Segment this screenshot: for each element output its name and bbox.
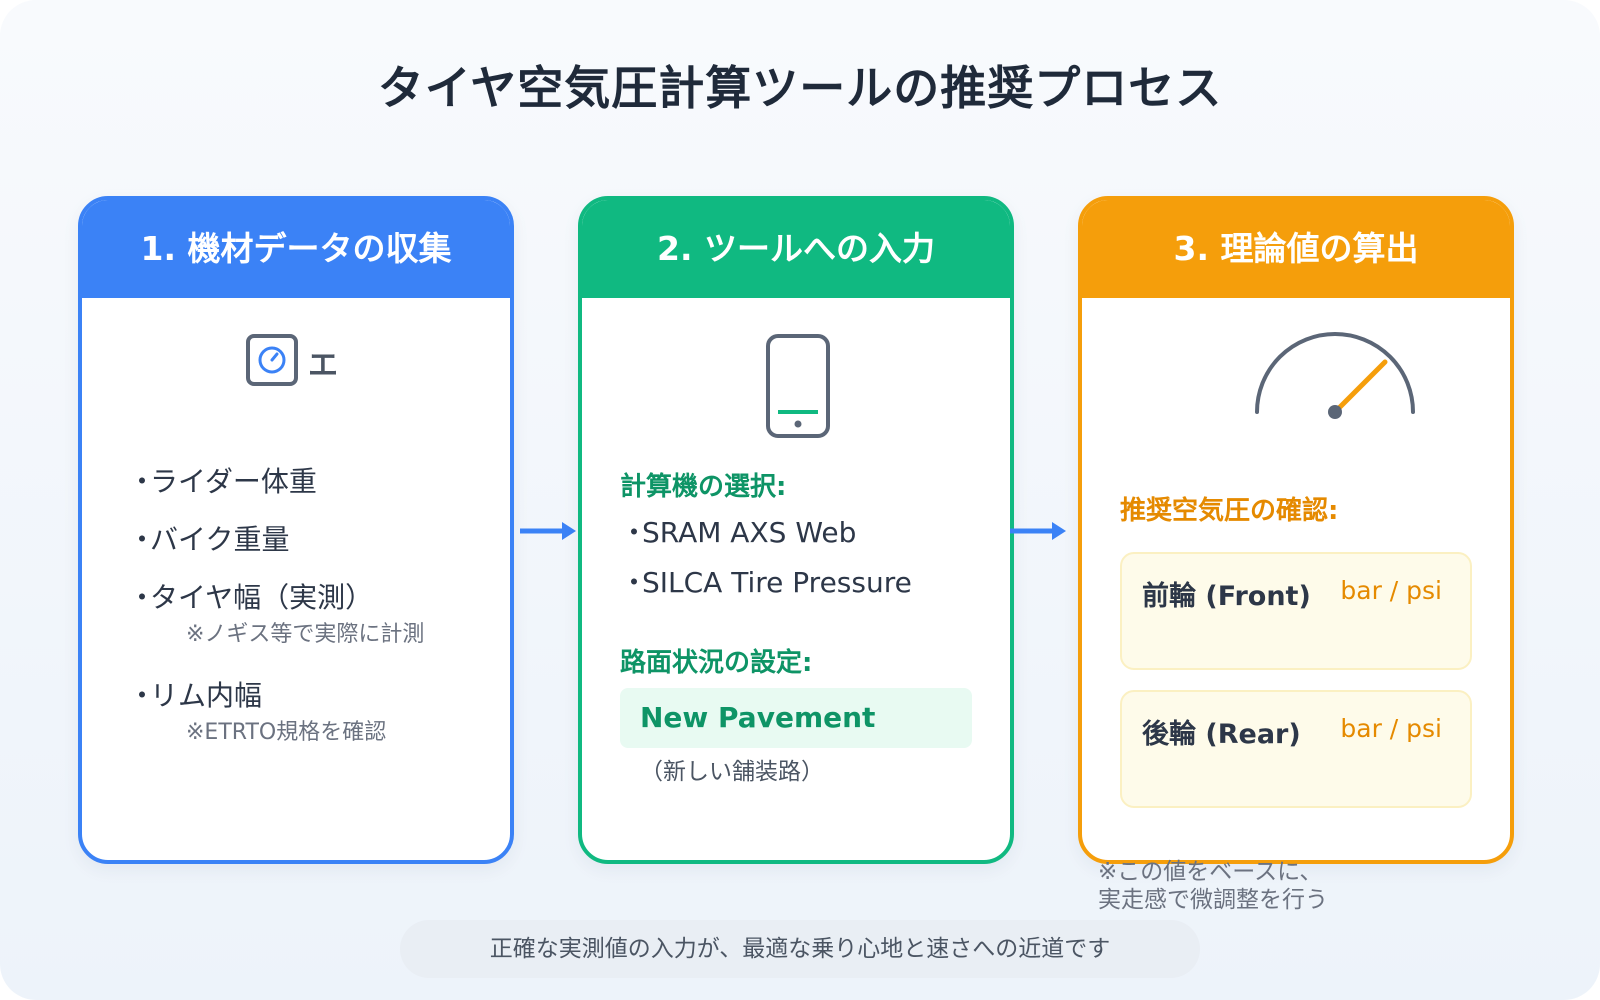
surface-title: 路面状況の設定: (620, 648, 813, 678)
item-note: ※ノギス等で実際に計測 (186, 622, 425, 647)
front-unit: bar / psi (1340, 576, 1442, 605)
step1-card: 1. 機材データの収集 エ ・ライダー体重 ・バイク重量 ・タイヤ幅（実測） ※… (78, 196, 514, 864)
footer-banner: 正確な実測値の入力が、最適な乗り心地と速さへの近道です (400, 920, 1200, 978)
list-item: ・バイク重量 (128, 520, 424, 560)
item-text: SRAM AXS Web (642, 516, 857, 549)
item-text: バイク重量 (150, 523, 290, 556)
page-title: タイヤ空気圧計算ツールの推奨プロセス (377, 61, 1223, 115)
adjust-note: ※この値をベースに、 実走感で微調整を行う (1098, 858, 1328, 914)
rear-pressure-box: 後輪 (Rear) bar / psi (1120, 690, 1472, 808)
equipment-list: ・ライダー体重 ・バイク重量 ・タイヤ幅（実測） ※ノギス等で実際に計測 ・リム… (128, 462, 424, 754)
gauge-icon (1250, 328, 1420, 432)
item-text: タイヤ幅（実測） (150, 581, 374, 614)
item-text: SILCA Tire Pressure (642, 566, 912, 599)
scale-icon-label: エ (308, 348, 338, 383)
step3-card: 3. 理論値の算出 推奨空気圧の確認: 前輪 (Front) bar / psi… (1078, 196, 1514, 864)
arrow-right-icon (520, 522, 576, 540)
step3-header: 3. 理論値の算出 (1082, 200, 1510, 298)
bullet: ・ (620, 516, 649, 549)
calculator-title: 計算機の選択: (620, 472, 787, 502)
adjust-note-line1: ※この値をベースに、 (1098, 859, 1323, 885)
rear-unit: bar / psi (1340, 714, 1442, 743)
calculator-list: ・SRAM AXS Web ・SILCA Tire Pressure (620, 508, 912, 608)
step1-header: 1. 機材データの収集 (82, 200, 510, 298)
bullet: ・ (128, 679, 157, 712)
front-label: 前輪 (Front) (1142, 581, 1311, 612)
scale-icon (246, 334, 298, 390)
bullet: ・ (620, 566, 649, 599)
item-text: ライダー体重 (150, 465, 317, 498)
rear-label: 後輪 (Rear) (1142, 719, 1301, 750)
arrow-right-icon (1010, 522, 1066, 540)
bullet: ・ (128, 581, 157, 614)
smartphone-icon (766, 334, 830, 442)
list-item: ・タイヤ幅（実測） (128, 578, 424, 618)
list-item: ・SRAM AXS Web (620, 508, 912, 558)
adjust-note-line2: 実走感で微調整を行う (1098, 887, 1328, 913)
surface-value-box: New Pavement (620, 688, 972, 748)
surface-note: （新しい舗装路） (640, 759, 824, 785)
confirm-title: 推奨空気圧の確認: (1120, 496, 1339, 526)
list-item: ・SILCA Tire Pressure (620, 558, 912, 608)
item-note: ※ETRTO規格を確認 (186, 720, 387, 745)
bullet: ・ (128, 523, 157, 556)
step2-card: 2. ツールへの入力 計算機の選択: ・SRAM AXS Web ・SILCA … (578, 196, 1014, 864)
bullet: ・ (128, 465, 157, 498)
list-item: ・リム内幅 (128, 676, 424, 716)
list-item: ・ライダー体重 (128, 462, 424, 502)
item-text: リム内幅 (150, 679, 263, 712)
step2-header: 2. ツールへの入力 (582, 200, 1010, 298)
front-pressure-box: 前輪 (Front) bar / psi (1120, 552, 1472, 670)
